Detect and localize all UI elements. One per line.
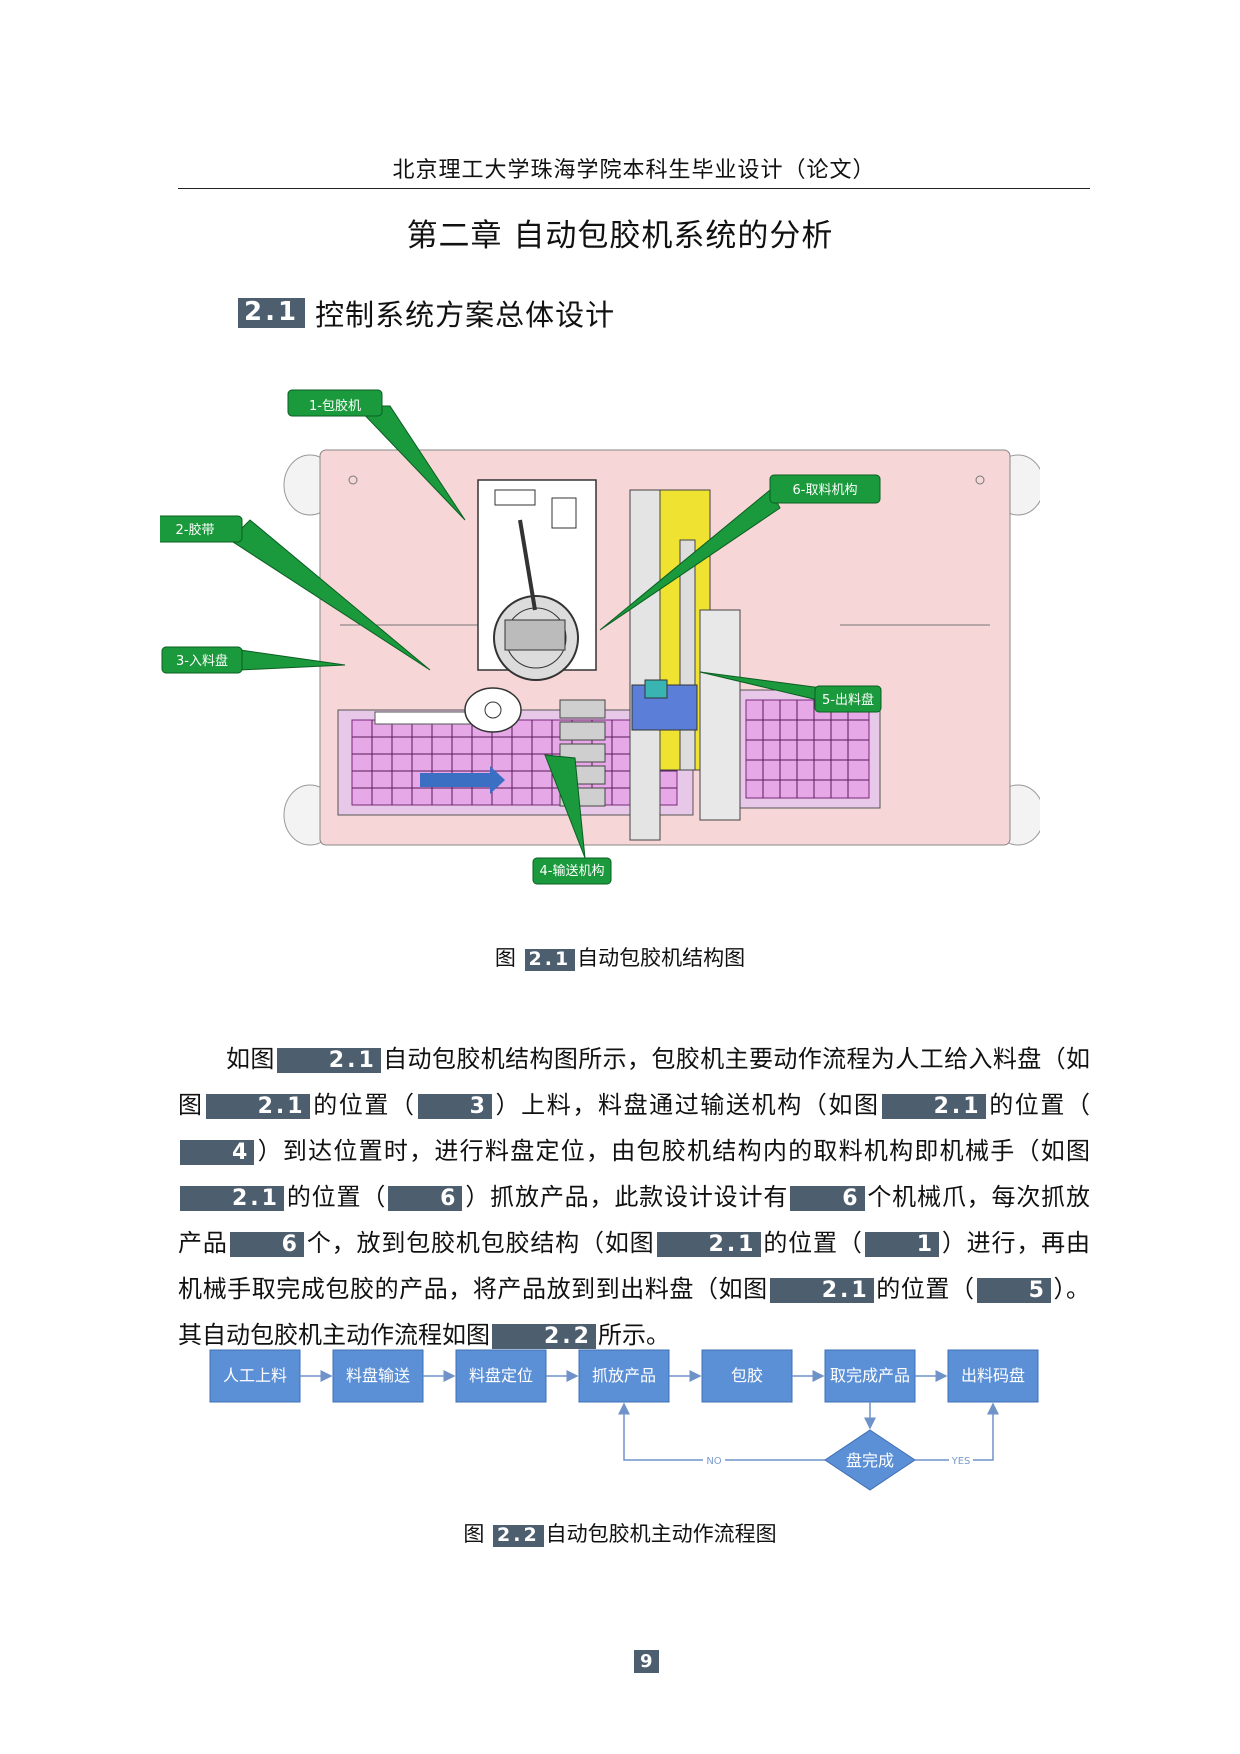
- chapter-title: 第二章 自动包胶机系统的分析: [406, 218, 834, 254]
- svg-text:料盘定位: 料盘定位: [469, 1366, 533, 1385]
- flow-step-3: 料盘定位: [455, 1349, 547, 1403]
- running-header: 北京理工大学珠海学院本科生毕业设计（论文）: [392, 158, 876, 183]
- svg-text:3-入料盘: 3-入料盘: [176, 653, 228, 669]
- ref-mark: 1: [864, 1232, 939, 1258]
- ref-mark: 3: [417, 1094, 492, 1120]
- pick-and-place-mechanism: [629, 489, 741, 841]
- machine-structure-figure: 1-包胶机 2-胶带 3-入料盘 4-输送机构 5-出料盘 6-取料机构: [160, 389, 1040, 885]
- ref-mark: 6: [388, 1186, 463, 1212]
- section-heading: 2.1 控制系统方案总体设计: [236, 292, 615, 334]
- ref-mark: 2.1: [180, 1186, 284, 1212]
- flow-step-7: 出料码盘: [947, 1349, 1039, 1403]
- svg-text:料盘输送: 料盘输送: [346, 1366, 410, 1385]
- ref-mark: 2.2: [492, 1324, 596, 1350]
- ref-mark: 6: [229, 1232, 304, 1258]
- flow-arrows: [300, 1370, 999, 1461]
- flow-step-5: 包胶: [701, 1349, 793, 1403]
- yes-label: YES: [951, 1456, 971, 1467]
- svg-text:2-胶带: 2-胶带: [176, 522, 215, 538]
- svg-text:1-包胶机: 1-包胶机: [309, 398, 361, 414]
- action-flow-chart: 人工上料 料盘输送 料盘定位 抓放产品 包胶 取完成产品 出料码盘 盘完成: [209, 1349, 1039, 1491]
- flow-step-6: 取完成产品: [824, 1349, 916, 1403]
- svg-text:6-取料机构: 6-取料机构: [793, 483, 858, 498]
- conveyor-direction-arrow: [420, 766, 505, 794]
- ref-mark: 4: [180, 1140, 255, 1166]
- callout-3: 3-入料盘: [161, 646, 346, 674]
- callout-2: 2-胶带: [160, 515, 431, 671]
- ref-mark: 2.1: [656, 1232, 761, 1258]
- callout-1: 1-包胶机: [287, 389, 466, 521]
- svg-text:5-出料盘: 5-出料盘: [822, 692, 874, 708]
- flow-decision: 盘完成: [824, 1429, 916, 1491]
- flow-step-2: 料盘输送: [332, 1349, 424, 1403]
- ref-mark: 2.1: [769, 1278, 874, 1304]
- wrapping-machine: [477, 479, 597, 681]
- page-number: 9: [634, 1650, 659, 1673]
- ref-mark: 5: [976, 1278, 1051, 1304]
- svg-text:出料码盘: 出料码盘: [961, 1366, 1025, 1385]
- svg-text:包胶: 包胶: [731, 1366, 763, 1385]
- ref-mark: 2.1: [881, 1094, 986, 1120]
- no-label: NO: [706, 1456, 721, 1467]
- section-number: 2.1: [238, 297, 306, 328]
- ref-mark: 2.1: [276, 1048, 381, 1074]
- svg-text:抓放产品: 抓放产品: [592, 1366, 656, 1385]
- figure-ref-mark: 2.2: [493, 1524, 544, 1547]
- header-rule: [178, 188, 1090, 189]
- svg-text:4-输送机构: 4-输送机构: [540, 863, 605, 879]
- section-title: 控制系统方案总体设计: [315, 298, 616, 332]
- flow-step-4: 抓放产品: [578, 1349, 670, 1403]
- callout-5: 5-出料盘: [699, 671, 882, 713]
- tape-reel: [464, 687, 522, 733]
- svg-text:取完成产品: 取完成产品: [830, 1366, 910, 1385]
- figure-ref-mark: 2.1: [524, 948, 576, 971]
- ref-mark: 6: [790, 1186, 865, 1212]
- svg-text:人工上料: 人工上料: [223, 1366, 287, 1385]
- svg-text:盘完成: 盘完成: [846, 1451, 894, 1470]
- flow-step-1: 人工上料: [209, 1349, 301, 1403]
- ref-mark: 2.1: [205, 1094, 310, 1120]
- callout-4: 4-输送机构: [532, 754, 612, 885]
- callout-6: 6-取料机构: [599, 474, 881, 631]
